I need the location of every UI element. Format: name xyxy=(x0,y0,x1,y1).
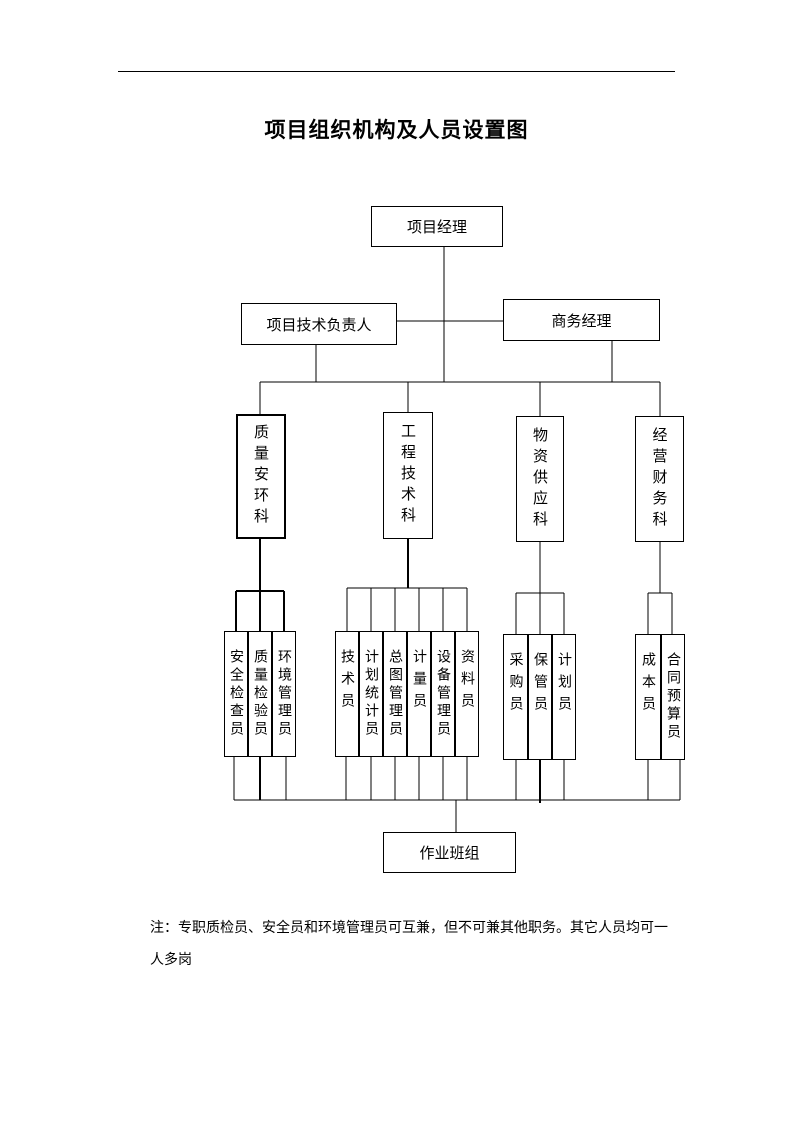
staff-box: 技术员 xyxy=(335,631,359,757)
staff-label: 成本员 xyxy=(640,652,656,718)
staff-label: 合同预算员 xyxy=(665,652,681,742)
staff-label: 技术员 xyxy=(339,649,355,715)
staff-label: 环境管理员 xyxy=(276,649,292,739)
staff-box: 质量检验员 xyxy=(248,631,272,757)
staff-box: 环境管理员 xyxy=(272,631,296,757)
staff-box: 采购员 xyxy=(503,634,528,760)
staff-box: 安全检查员 xyxy=(224,631,248,757)
staff-box: 合同预算员 xyxy=(661,634,685,760)
staff-label: 计量员 xyxy=(411,649,427,715)
tech-lead-label: 项目技术负责人 xyxy=(266,315,372,334)
tech-lead-box: 项目技术负责人 xyxy=(241,303,397,345)
staff-box: 计划统计员 xyxy=(359,631,383,757)
dept-engineering-box: 工程技术科 xyxy=(383,412,433,539)
staff-label: 采购员 xyxy=(507,652,524,718)
project-manager-box: 项目经理 xyxy=(371,206,503,247)
dept-quality-safety-label: 质量安环科 xyxy=(252,424,270,529)
dept-materials-label: 物资供应科 xyxy=(531,426,549,532)
staff-label: 质量检验员 xyxy=(252,649,268,739)
work-team-label: 作业班组 xyxy=(419,844,480,862)
project-manager-label: 项目经理 xyxy=(406,218,467,236)
footnote: 注：专职质检员、安全员和环境管理员可互兼，但不可兼其他职务。其它人员均可一人多岗 xyxy=(150,920,668,968)
dept-finance-label: 经营财务科 xyxy=(650,426,669,532)
dept-finance-box: 经营财务科 xyxy=(635,416,684,542)
business-manager-label: 商务经理 xyxy=(551,311,612,330)
staff-box: 计量员 xyxy=(407,631,431,757)
dept-materials-box: 物资供应科 xyxy=(516,416,564,542)
staff-label: 安全检查员 xyxy=(228,649,244,739)
staff-box: 设备管理员 xyxy=(431,631,455,757)
dept-quality-safety-box: 质量安环科 xyxy=(236,414,286,539)
staff-label: 计划员 xyxy=(556,652,572,718)
staff-label: 计划统计员 xyxy=(363,649,379,739)
page-title: 项目组织机构及人员设置图 xyxy=(264,118,529,142)
staff-box: 计划员 xyxy=(552,634,576,760)
header-rule xyxy=(118,71,675,72)
staff-label: 保管员 xyxy=(532,652,548,718)
staff-label: 资料员 xyxy=(459,649,475,715)
business-manager-box: 商务经理 xyxy=(503,299,660,341)
staff-box: 保管员 xyxy=(528,634,552,760)
dept-engineering-label: 工程技术科 xyxy=(399,423,417,528)
staff-box: 资料员 xyxy=(455,631,479,757)
staff-label: 设备管理员 xyxy=(435,649,451,739)
staff-label: 总图管理员 xyxy=(387,649,403,739)
work-team-box: 作业班组 xyxy=(383,832,516,873)
staff-box: 总图管理员 xyxy=(383,631,407,757)
staff-box: 成本员 xyxy=(635,634,661,760)
